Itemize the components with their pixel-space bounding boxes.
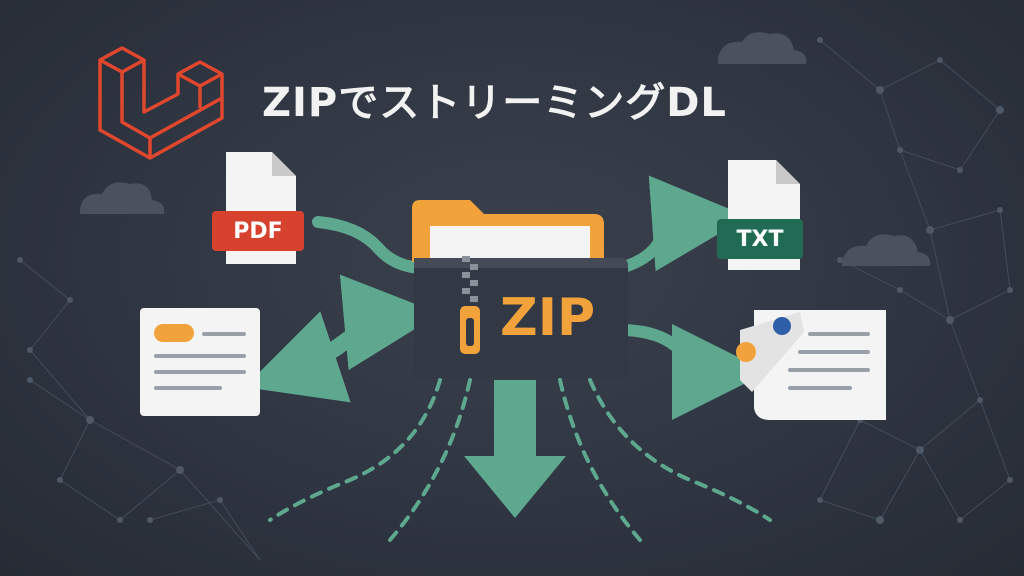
arrow-pdf-to-zip [312,216,426,274]
download-arrow-icon [464,380,566,518]
page-title: ZIPでストリーミングDL [262,80,727,126]
cloud-icon [842,234,931,266]
document-card-icon [140,308,260,416]
share-document-icon [736,310,886,420]
cloud-icon [718,32,807,64]
zip-label: ZIP [500,288,596,348]
stream-path-4 [588,378,772,522]
stream-path-1 [268,378,442,522]
arrow-zip-to-txt [614,175,748,274]
cloud-icon [80,182,165,214]
txt-badge: TXT [717,219,803,259]
stream-path-2 [388,378,472,542]
pdf-badge: PDF [212,211,304,251]
zipper-icon [460,256,480,354]
stream-path-3 [558,378,642,542]
arrow-zip-to-doc [614,323,768,420]
